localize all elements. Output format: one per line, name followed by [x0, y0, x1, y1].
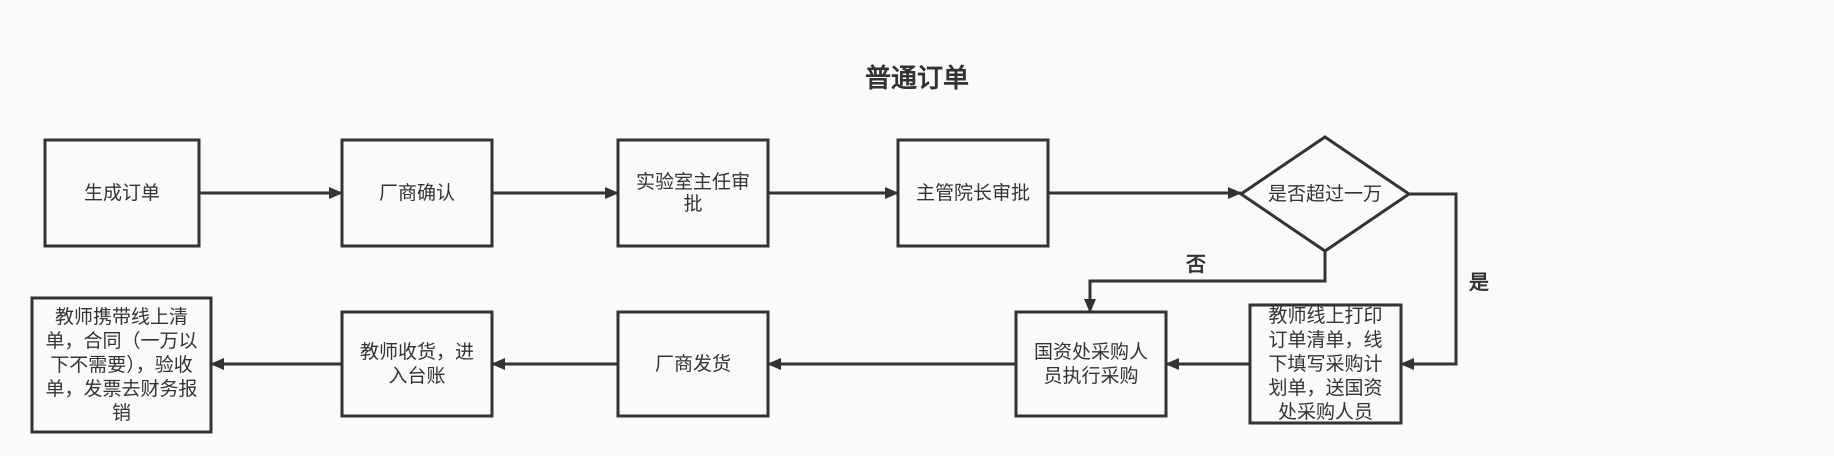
node-procurement-execute: 国资处采购人员执行采购 — [1033, 341, 1148, 387]
node-print-order-form: 教师线上打印订单清单，线下填写采购计划单，送国资处采购人员 — [1268, 305, 1383, 423]
node-vendor-confirm: 厂商确认 — [378, 182, 455, 204]
edge-label-yes: 是 — [1469, 270, 1489, 294]
edge-decision-yes — [1400, 192, 1458, 370]
edge-label-no: 否 — [1186, 252, 1206, 276]
node-teacher-receive: 教师收货，进入台账 — [359, 341, 474, 387]
diagram-title: 普通订单 — [864, 64, 969, 94]
node-dean-approval: 主管院长审批 — [915, 182, 1030, 204]
edge-decision-no — [1084, 251, 1327, 313]
node-decision-over-10k: 是否超过一万 — [1267, 183, 1382, 205]
node-vendor-ship: 厂商发货 — [654, 353, 731, 375]
node-lab-director-approval: 实验室主任审批 — [635, 171, 750, 215]
node-generate-order: 生成订单 — [83, 182, 160, 204]
node-finance-reimburse: 教师携带线上清单，合同（一万以下不需要），验收单，发票去财务报销 — [45, 306, 198, 424]
